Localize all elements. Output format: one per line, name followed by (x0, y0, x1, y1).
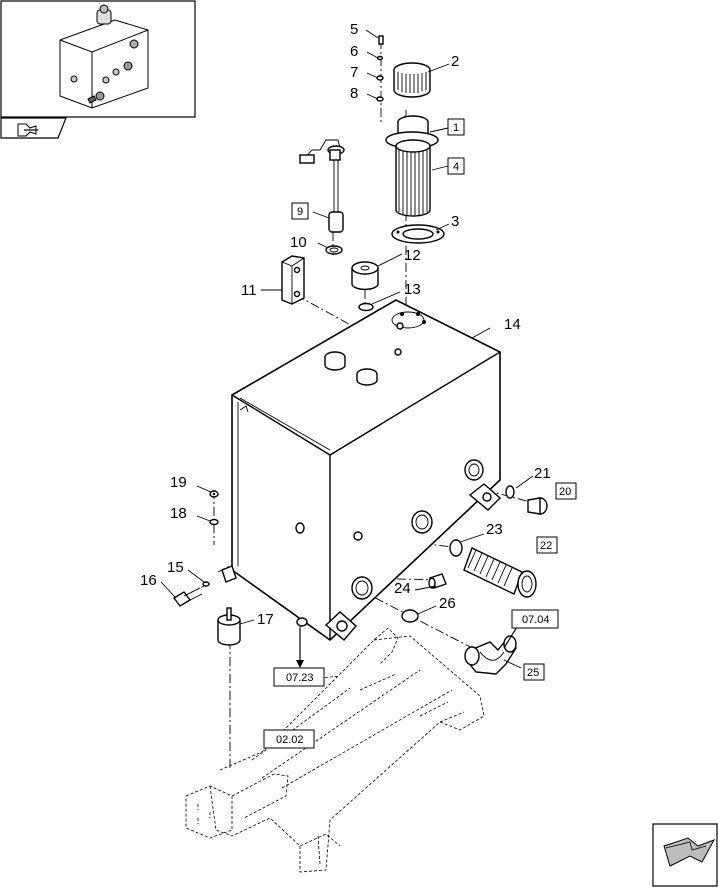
callout-13: 13 (404, 281, 421, 298)
callout-19: 19 (170, 474, 187, 491)
callout-6: 6 (350, 43, 358, 60)
level-sensor[interactable] (299, 139, 345, 233)
reference-box-0704[interactable]: 07.04 (511, 609, 559, 629)
seal-10[interactable] (325, 245, 343, 255)
filler-cap[interactable] (393, 62, 431, 98)
boxed-callouts: 1 4 9 20 22 25 (291, 118, 577, 681)
fitting-24[interactable] (428, 573, 447, 589)
svg-text:4: 4 (453, 161, 459, 173)
callout-12: 12 (404, 247, 421, 264)
reference-box-0202[interactable]: 02.02 (263, 729, 315, 749)
svg-text:22: 22 (540, 540, 552, 552)
seal-21[interactable] (505, 485, 515, 499)
washer-15[interactable] (202, 581, 210, 587)
arrow-next-icon[interactable] (652, 823, 718, 887)
callout-labels: 5 6 7 8 2 3 10 11 12 13 14 19 18 15 16 1… (140, 21, 551, 628)
svg-text:20: 20 (559, 486, 571, 498)
callout-box-20[interactable]: 20 (555, 482, 577, 500)
nut-19[interactable] (209, 490, 219, 498)
bolt-16[interactable] (172, 587, 203, 607)
callout-8: 8 (350, 85, 358, 102)
bracket-11[interactable] (281, 255, 305, 305)
hydraulic-tank[interactable] (221, 299, 502, 642)
callout-11: 11 (241, 282, 257, 299)
callout-17: 17 (257, 611, 274, 628)
svg-text:9: 9 (297, 206, 303, 218)
callout-7: 7 (350, 64, 358, 81)
callout-24: 24 (394, 580, 411, 597)
callout-10: 10 (290, 234, 307, 251)
washer-18[interactable] (209, 518, 219, 526)
breather-12[interactable] (351, 261, 379, 291)
callout-14: 14 (504, 316, 521, 333)
callout-26: 26 (439, 595, 456, 612)
callout-2: 2 (451, 53, 459, 70)
washer-6[interactable] (376, 55, 384, 61)
callout-5: 5 (350, 21, 358, 38)
callout-23: 23 (486, 521, 503, 538)
seal-26[interactable] (401, 609, 419, 623)
callout-box-25[interactable]: 25 (523, 663, 545, 681)
callout-16: 16 (140, 572, 157, 589)
callout-15: 15 (167, 559, 184, 576)
callout-21: 21 (534, 465, 551, 482)
suction-strainer-22[interactable] (463, 547, 537, 598)
callout-3: 3 (451, 213, 459, 230)
reference-box-0723[interactable]: 07.23 (273, 667, 325, 687)
arrow-previous-icon[interactable] (0, 117, 67, 139)
callout-box-22[interactable]: 22 (536, 536, 558, 554)
elbow-fitting-25[interactable] (464, 635, 517, 675)
svg-text:07.23: 07.23 (286, 672, 314, 684)
thumbnail-panel[interactable] (0, 0, 196, 139)
svg-text:25: 25 (527, 667, 539, 679)
callout-box-9[interactable]: 9 (291, 202, 309, 220)
chassis-frame (185, 627, 485, 873)
rubber-mount-17[interactable] (217, 607, 241, 646)
filter-element[interactable] (395, 139, 431, 217)
seal-13[interactable] (358, 302, 374, 312)
svg-text:02.02: 02.02 (276, 734, 304, 746)
callout-box-1[interactable]: 1 (447, 118, 465, 136)
svg-text:07.04: 07.04 (522, 614, 550, 626)
seal-23[interactable] (449, 539, 463, 557)
filter-gasket[interactable] (391, 224, 445, 244)
plug-20[interactable] (527, 497, 548, 515)
callout-box-4[interactable]: 4 (447, 157, 465, 175)
screw-5[interactable] (378, 35, 384, 45)
callout-18: 18 (170, 505, 187, 522)
tank-thumbnail-icon (59, 4, 149, 109)
svg-text:1: 1 (453, 122, 459, 134)
